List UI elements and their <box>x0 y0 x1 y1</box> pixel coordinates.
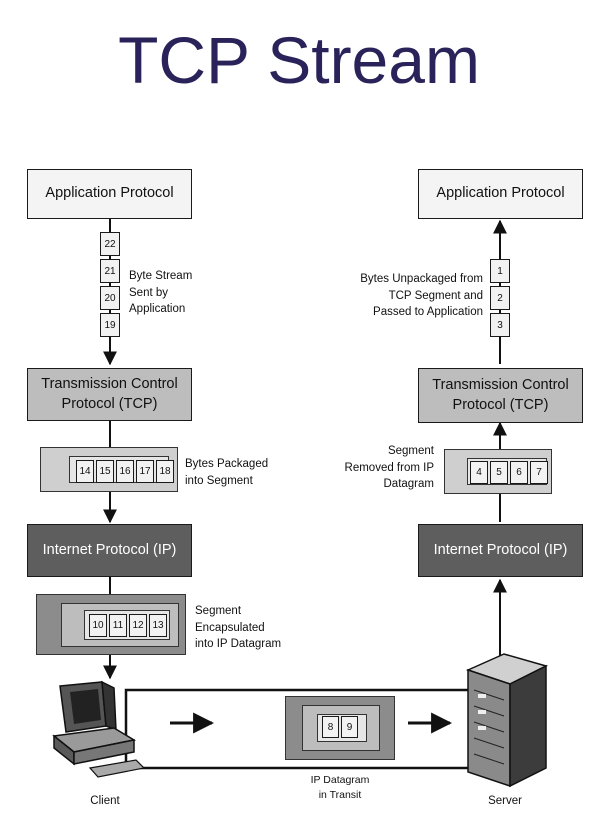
client-ip-box: Internet Protocol (IP) <box>27 524 192 577</box>
server-tcp-box: Transmission Control Protocol (TCP) <box>418 368 583 423</box>
server-segment-byte: 7 <box>530 461 548 484</box>
server-ip-label: Internet Protocol (IP) <box>433 541 568 558</box>
client-datagram-byte: 10 <box>89 614 107 637</box>
transit-datagram <box>285 696 395 760</box>
client-computer-icon <box>52 680 145 778</box>
client-segment-byte: 14 <box>76 460 94 483</box>
client-segment-byte: 16 <box>116 460 134 483</box>
server-stream-byte: 2 <box>490 286 510 310</box>
client-segment-byte: 18 <box>156 460 174 483</box>
client-datagram-byte: 13 <box>149 614 167 637</box>
client-segment-byte: 17 <box>136 460 154 483</box>
client-stream-byte: 19 <box>100 313 120 337</box>
server-segment-byte: 4 <box>470 461 488 484</box>
server-segment-note: Segment Removed from IP Datagram <box>344 445 434 491</box>
client-tcp-box: Transmission Control Protocol (TCP) <box>27 368 192 421</box>
server-application-protocol-box: Application Protocol <box>418 169 583 219</box>
server-stream-byte: 1 <box>490 259 510 283</box>
server-tcp-label: Transmission Control Protocol (TCP) <box>432 376 569 413</box>
client-stream-byte: 21 <box>100 259 120 283</box>
server-stream-note: Bytes Unpackaged from TCP Segment and Pa… <box>360 273 483 319</box>
client-datagram-byte: 12 <box>129 614 147 637</box>
client-tcp-label: Transmission Control Protocol (TCP) <box>41 375 178 412</box>
transit-byte: 8 <box>322 716 339 738</box>
client-application-protocol-label: Application Protocol <box>45 185 174 202</box>
client-application-protocol-box: Application Protocol <box>27 169 192 219</box>
transit-byte: 9 <box>341 716 358 738</box>
server-segment-byte: 5 <box>490 461 508 484</box>
client-datagram-byte: 11 <box>109 614 127 637</box>
client-segment-byte: 15 <box>96 460 114 483</box>
slide-title: TCP Stream <box>118 23 480 97</box>
client-label: Client <box>90 795 120 807</box>
client-stream-note: Byte Stream Sent by Application <box>129 270 193 316</box>
server-ip-box: Internet Protocol (IP) <box>418 524 583 577</box>
client-datagram-note: Segment Encapsulated into IP Datagram <box>195 605 282 651</box>
server-label: Server <box>488 795 522 807</box>
client-stream-byte: 22 <box>100 232 120 256</box>
client-ip-label: Internet Protocol (IP) <box>42 541 177 558</box>
server-application-protocol-label: Application Protocol <box>436 185 565 202</box>
server-stream-byte: 3 <box>490 313 510 337</box>
server-segment-byte: 6 <box>510 461 528 484</box>
client-stream-byte: 20 <box>100 286 120 310</box>
client-segment-note: Bytes Packaged into Segment <box>185 458 269 487</box>
server-rack-icon <box>465 653 549 788</box>
transit-label: IP Datagram in Transit <box>310 774 370 802</box>
